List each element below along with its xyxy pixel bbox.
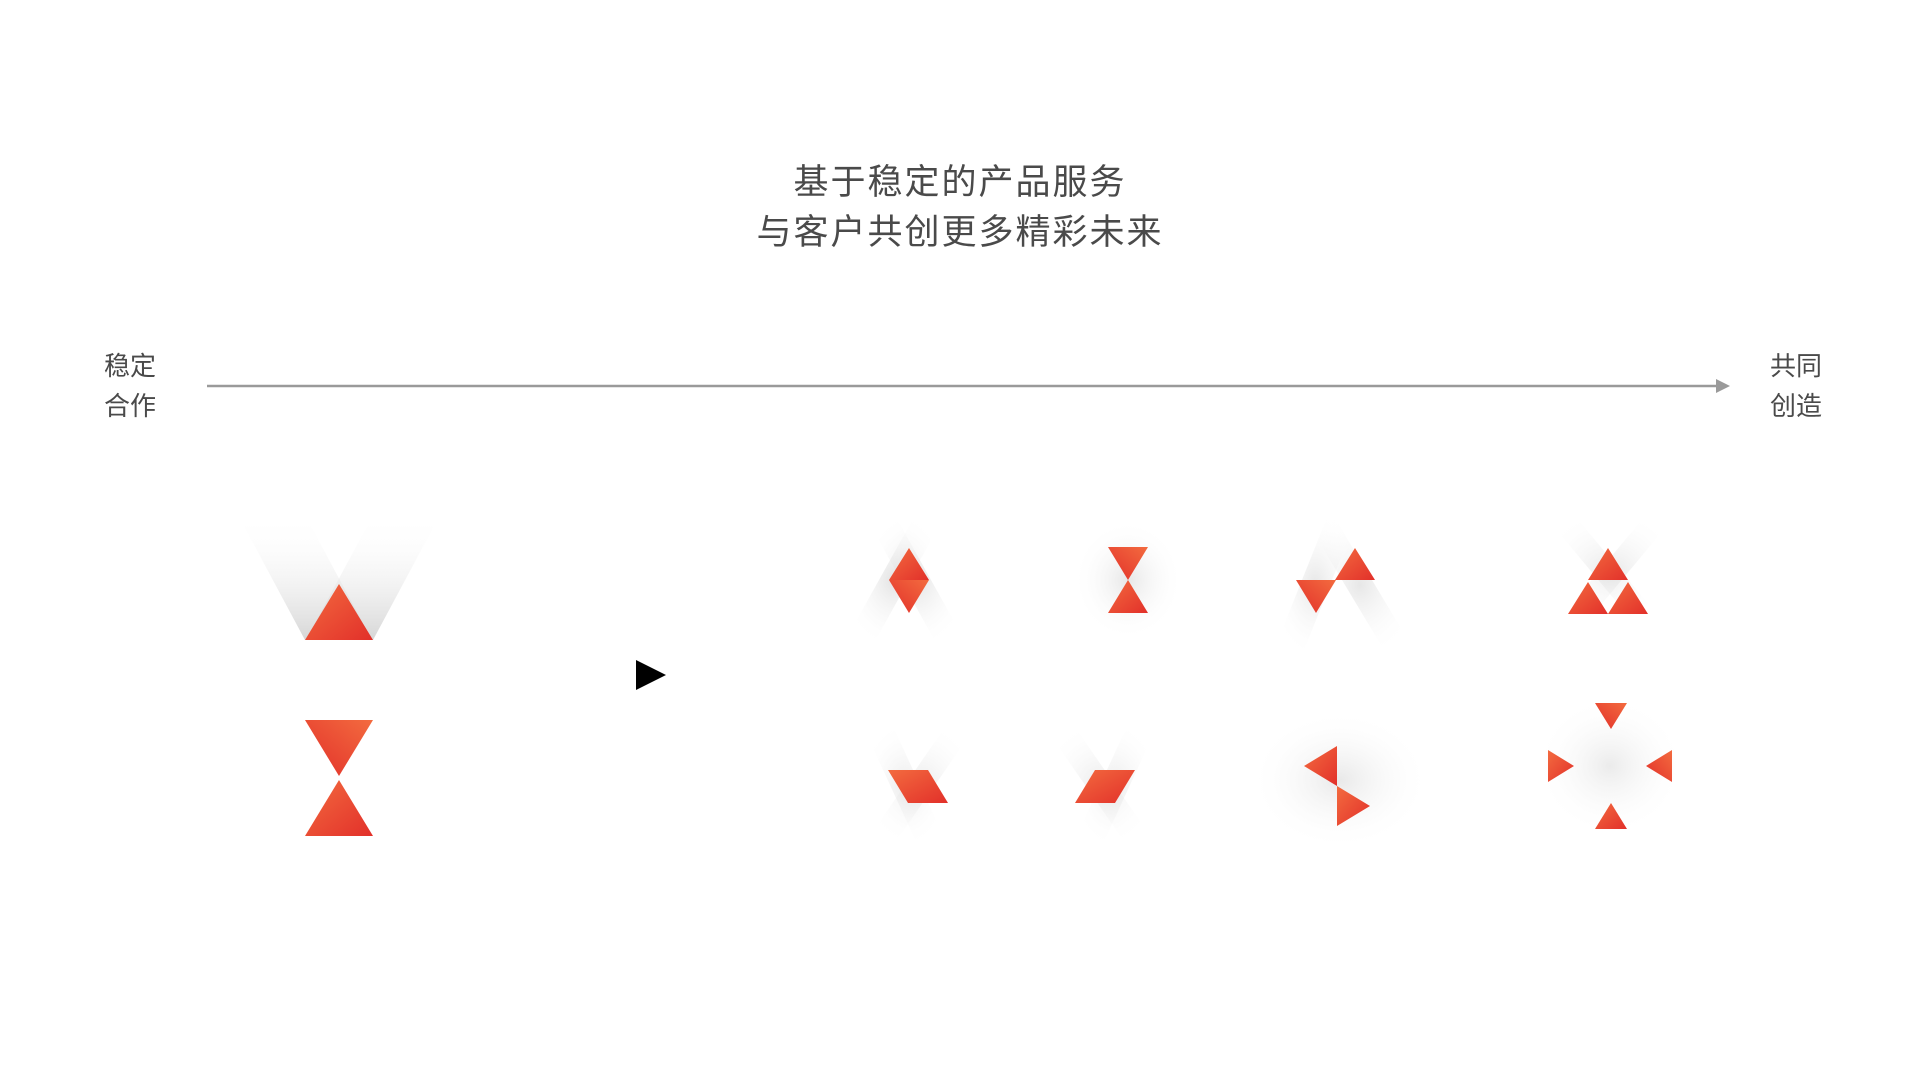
timeline-start-label-line-2: 合作 (104, 392, 157, 422)
four-point-bottom (1595, 803, 1627, 829)
timeline-arrowhead-icon (1716, 379, 1730, 393)
hourglass-mark (305, 720, 373, 836)
base-triangle-mark (238, 515, 440, 640)
variant-hourglass-mark (1073, 520, 1183, 640)
small-hourglass-top (1108, 547, 1148, 580)
timeline-end-label: 共同 创造 (1770, 347, 1850, 427)
variant-pinwheel-mark (1250, 710, 1430, 850)
variant-parallelogram-mark-a (860, 720, 980, 850)
timeline-arrow (207, 379, 1730, 393)
small-hourglass-bottom (1108, 580, 1148, 613)
triforce-left (1568, 582, 1608, 614)
variant-triforce-mark (1540, 510, 1680, 630)
diamond-lower-triangle (889, 580, 929, 613)
variant-four-point-mark (1535, 696, 1685, 836)
timeline-end-label-line-2: 创造 (1770, 392, 1823, 422)
parallelogram-b (1075, 770, 1135, 803)
four-point-top (1595, 703, 1627, 729)
pinwheel-upper (1304, 746, 1337, 786)
variant-offset-mark (1270, 510, 1420, 660)
timeline-start-label-line-1: 稳定 (104, 352, 157, 382)
variant-diamond-mark (840, 510, 970, 650)
timeline-end-label-line-1: 共同 (1770, 352, 1823, 382)
variant-parallelogram-mark-b (1040, 720, 1160, 850)
base-triangle (305, 584, 373, 640)
four-point-right (1646, 750, 1672, 782)
timeline-start-label: 稳定 合作 (104, 347, 184, 427)
parallelogram-a (888, 770, 948, 803)
offset-upper-triangle (1335, 548, 1375, 580)
four-point-left (1548, 750, 1574, 782)
hourglass-bottom-triangle (305, 780, 373, 836)
pinwheel-lower (1337, 786, 1370, 826)
pinwheel-glow (1250, 710, 1430, 850)
four-point-glow (1535, 696, 1685, 836)
headline-line-1: 基于稳定的产品服务 (793, 163, 1127, 203)
diamond-upper-triangle (889, 548, 929, 580)
play-marker-icon (636, 660, 666, 690)
triforce-top (1588, 548, 1628, 580)
hourglass-top-triangle (305, 720, 373, 776)
triforce-right (1608, 582, 1648, 614)
offset-lower-triangle (1296, 580, 1336, 613)
headline-line-2: 与客户共创更多精彩未来 (756, 213, 1164, 253)
